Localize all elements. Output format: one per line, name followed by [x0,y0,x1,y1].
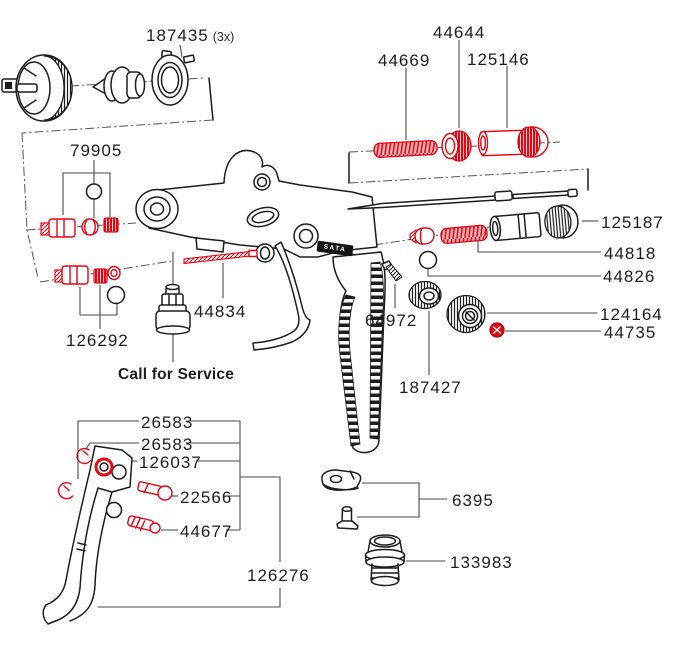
needle [347,188,578,210]
part-label-26583-b: 26583 [141,435,194,454]
e-clip-26583-b [57,481,74,500]
pin-22566 [137,481,173,501]
trigger-part [42,445,133,625]
part-label-126276: 126276 [247,566,310,585]
part-label-44818: 44818 [604,244,657,263]
part-label-187435: 187435(3x) [146,26,234,46]
stop-plate-6395 [321,469,362,530]
part-label-124164: 124164 [600,305,663,324]
part-label-44826: 44826 [603,267,656,286]
nozzle-set-126292 [54,265,126,305]
nut-44644 [441,130,472,162]
screw-44735 [489,322,505,338]
part-label-44644: 44644 [433,23,486,42]
e-clip-26583-a [76,447,92,465]
part-label-22566: 22566 [180,488,233,507]
tip-125146 [477,126,549,158]
part-label-44735: 44735 [604,323,657,342]
connector-133983 [364,534,406,587]
air-cap-assembly [1,54,73,122]
part-label-6395: 6395 [452,491,494,510]
service-valve [155,283,191,335]
packing-rod-44834 [183,249,258,265]
part-label-187427: 187427 [399,378,462,397]
spring-44669 [373,139,438,158]
part-label-64972: 64972 [365,311,418,330]
air-distributor [92,66,146,104]
spray-gun-body [135,149,386,454]
part-label-126037: 126037 [139,453,202,472]
knob-124164 [446,294,486,334]
retaining-ring [151,49,196,106]
part-label-125187: 125187 [601,213,664,232]
part-number: 187435 [146,26,209,45]
part-label-44669: 44669 [378,51,431,70]
nozzle-set-79905 [40,217,119,238]
part-label-79905: 79905 [70,141,123,160]
part-label-125146: 125146 [467,50,530,69]
part-label-133983: 133983 [450,553,513,572]
screw-64972 [381,260,403,282]
service-note: Call for Service [118,366,235,383]
part-label-44834: 44834 [194,302,247,321]
cone-tip [409,227,435,245]
nut-187427 [408,280,442,310]
spring-44818 [440,224,488,245]
ball-44826 [418,250,438,270]
leader-lines [1,40,601,608]
part-label-26583-a: 26583 [141,413,194,432]
part-quantity: (3x) [212,30,235,44]
packing-assembly-125187 [489,204,579,242]
pin-44677 [127,515,161,534]
part-label-126292: 126292 [66,331,129,350]
part-label-44677: 44677 [180,522,233,541]
